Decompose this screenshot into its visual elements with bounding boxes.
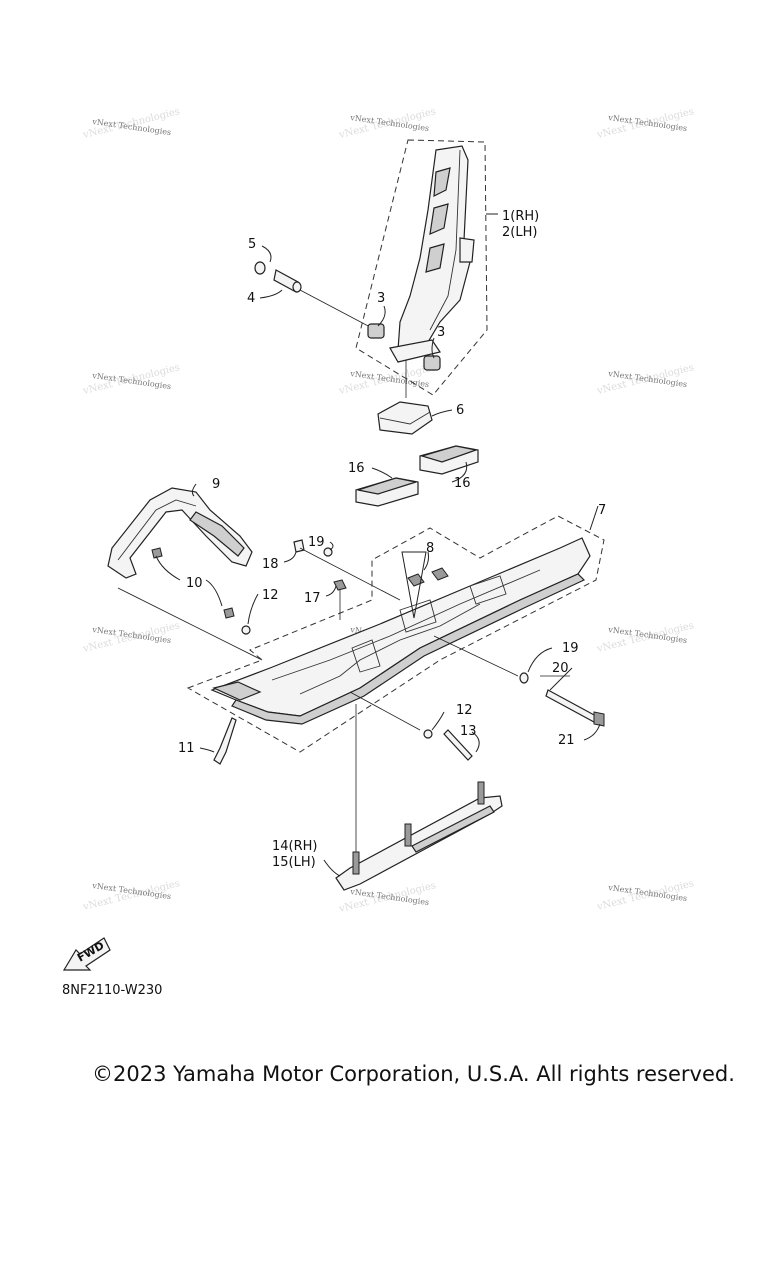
screw xyxy=(213,717,237,765)
callout-12: 12 xyxy=(262,588,279,603)
washer xyxy=(254,261,266,275)
bolt xyxy=(443,729,473,761)
assembly-axis xyxy=(299,289,373,329)
ski-handle xyxy=(107,487,253,579)
nut xyxy=(223,607,235,619)
watermark: vNext Technologies vNext Technologies xyxy=(595,106,695,141)
nut-triangle xyxy=(401,551,427,619)
callout-4: 4 xyxy=(247,291,255,306)
watermark: vNext Technologies vNext Technologies xyxy=(337,106,437,141)
wear-bar-stud xyxy=(404,823,412,847)
assembly-lines xyxy=(117,547,519,856)
ski-boundary xyxy=(186,515,605,753)
spindle-boundary xyxy=(355,139,488,396)
fwd-arrow-icon: FWD xyxy=(62,937,111,971)
pad-top xyxy=(419,445,479,463)
pad-top xyxy=(357,477,417,495)
spindle-rib xyxy=(433,167,451,198)
pivot-hardware xyxy=(254,261,441,398)
callout-3: 3 xyxy=(377,291,385,306)
handle-edge xyxy=(117,499,197,561)
ski-runner xyxy=(231,573,586,725)
callout-16: 16 xyxy=(454,476,471,491)
spindle-foot xyxy=(389,339,441,363)
watermark: vNext Technologies vNext Technologies xyxy=(81,878,181,913)
callout-5: 5 xyxy=(248,237,256,252)
callout-20: 20 xyxy=(552,661,569,676)
callout-13: 13 xyxy=(460,724,477,739)
damper-block-edge xyxy=(379,411,431,425)
bushing xyxy=(367,323,385,339)
watermark: vNext Technologies vNext Technologies xyxy=(595,620,695,655)
handle-nut xyxy=(151,547,163,559)
ski-detail xyxy=(469,575,507,605)
ski-detail xyxy=(351,639,381,673)
callout-17: 17 xyxy=(304,591,321,606)
washer xyxy=(241,625,251,635)
watermark: vNext Technologies vNext Technologies xyxy=(595,878,695,913)
collar xyxy=(293,539,305,553)
bushing xyxy=(423,355,441,371)
callout-6: 6 xyxy=(456,403,464,418)
pivot-shaft-end xyxy=(292,281,302,293)
callout-21: 21 xyxy=(558,733,575,748)
spindle-rib xyxy=(425,243,445,273)
callout-8: 8 xyxy=(426,541,434,556)
washer xyxy=(519,672,529,684)
damper-block xyxy=(377,401,433,435)
callout-19: 19 xyxy=(308,535,325,550)
ski-detail xyxy=(399,599,437,633)
leader-lines xyxy=(155,213,601,877)
handle-grip xyxy=(189,511,245,557)
callout-14-rh: 14(RH) xyxy=(272,839,318,854)
callout-18: 18 xyxy=(262,557,279,572)
callout-16: 16 xyxy=(348,461,365,476)
watermark: vNext Technologies vNext Technologies xyxy=(81,362,181,397)
spindle-rib xyxy=(429,203,449,235)
ski-detail xyxy=(271,569,541,681)
wear-bar-stud xyxy=(352,851,360,875)
ski-bolt xyxy=(545,689,597,723)
callout-2-lh: 2(LH) xyxy=(502,225,537,240)
callout-11: 11 xyxy=(178,741,195,756)
watermark: vNext Technologies vNext Technologies xyxy=(595,362,695,397)
callout-7: 7 xyxy=(598,503,606,518)
ski-bolt-head xyxy=(593,711,605,727)
callout-1-rh: 1(RH) xyxy=(502,209,539,224)
drawing-code: 8NF2110-W230 xyxy=(62,983,162,998)
callout-10: 10 xyxy=(186,576,203,591)
spindle-group xyxy=(355,139,488,396)
ski-detail xyxy=(299,603,481,695)
callout-9: 9 xyxy=(212,477,220,492)
nut xyxy=(431,567,449,581)
callout-3: 3 xyxy=(437,325,445,340)
spindle-tab xyxy=(459,237,475,263)
watermark: vNext Technologies vNext Technologies xyxy=(81,620,181,655)
copyright-notice: ©2023 Yamaha Motor Corporation, U.S.A. A… xyxy=(92,1062,735,1086)
callout-19: 19 xyxy=(562,641,579,656)
nut xyxy=(333,579,347,591)
washer xyxy=(423,729,433,739)
callout-15-lh: 15(LH) xyxy=(272,855,316,870)
wear-bar-carbide xyxy=(411,805,495,853)
ski-tip xyxy=(212,681,262,701)
watermark: vNext Technologies vNext Technologies xyxy=(81,106,181,141)
spindle-edge xyxy=(429,149,461,331)
wear-bar-stud xyxy=(477,781,485,805)
callout-labels: 1(RH) 2(LH) 3 3 4 5 6 7 8 9 10 11 12 12 … xyxy=(178,209,606,870)
callout-12: 12 xyxy=(456,703,473,718)
